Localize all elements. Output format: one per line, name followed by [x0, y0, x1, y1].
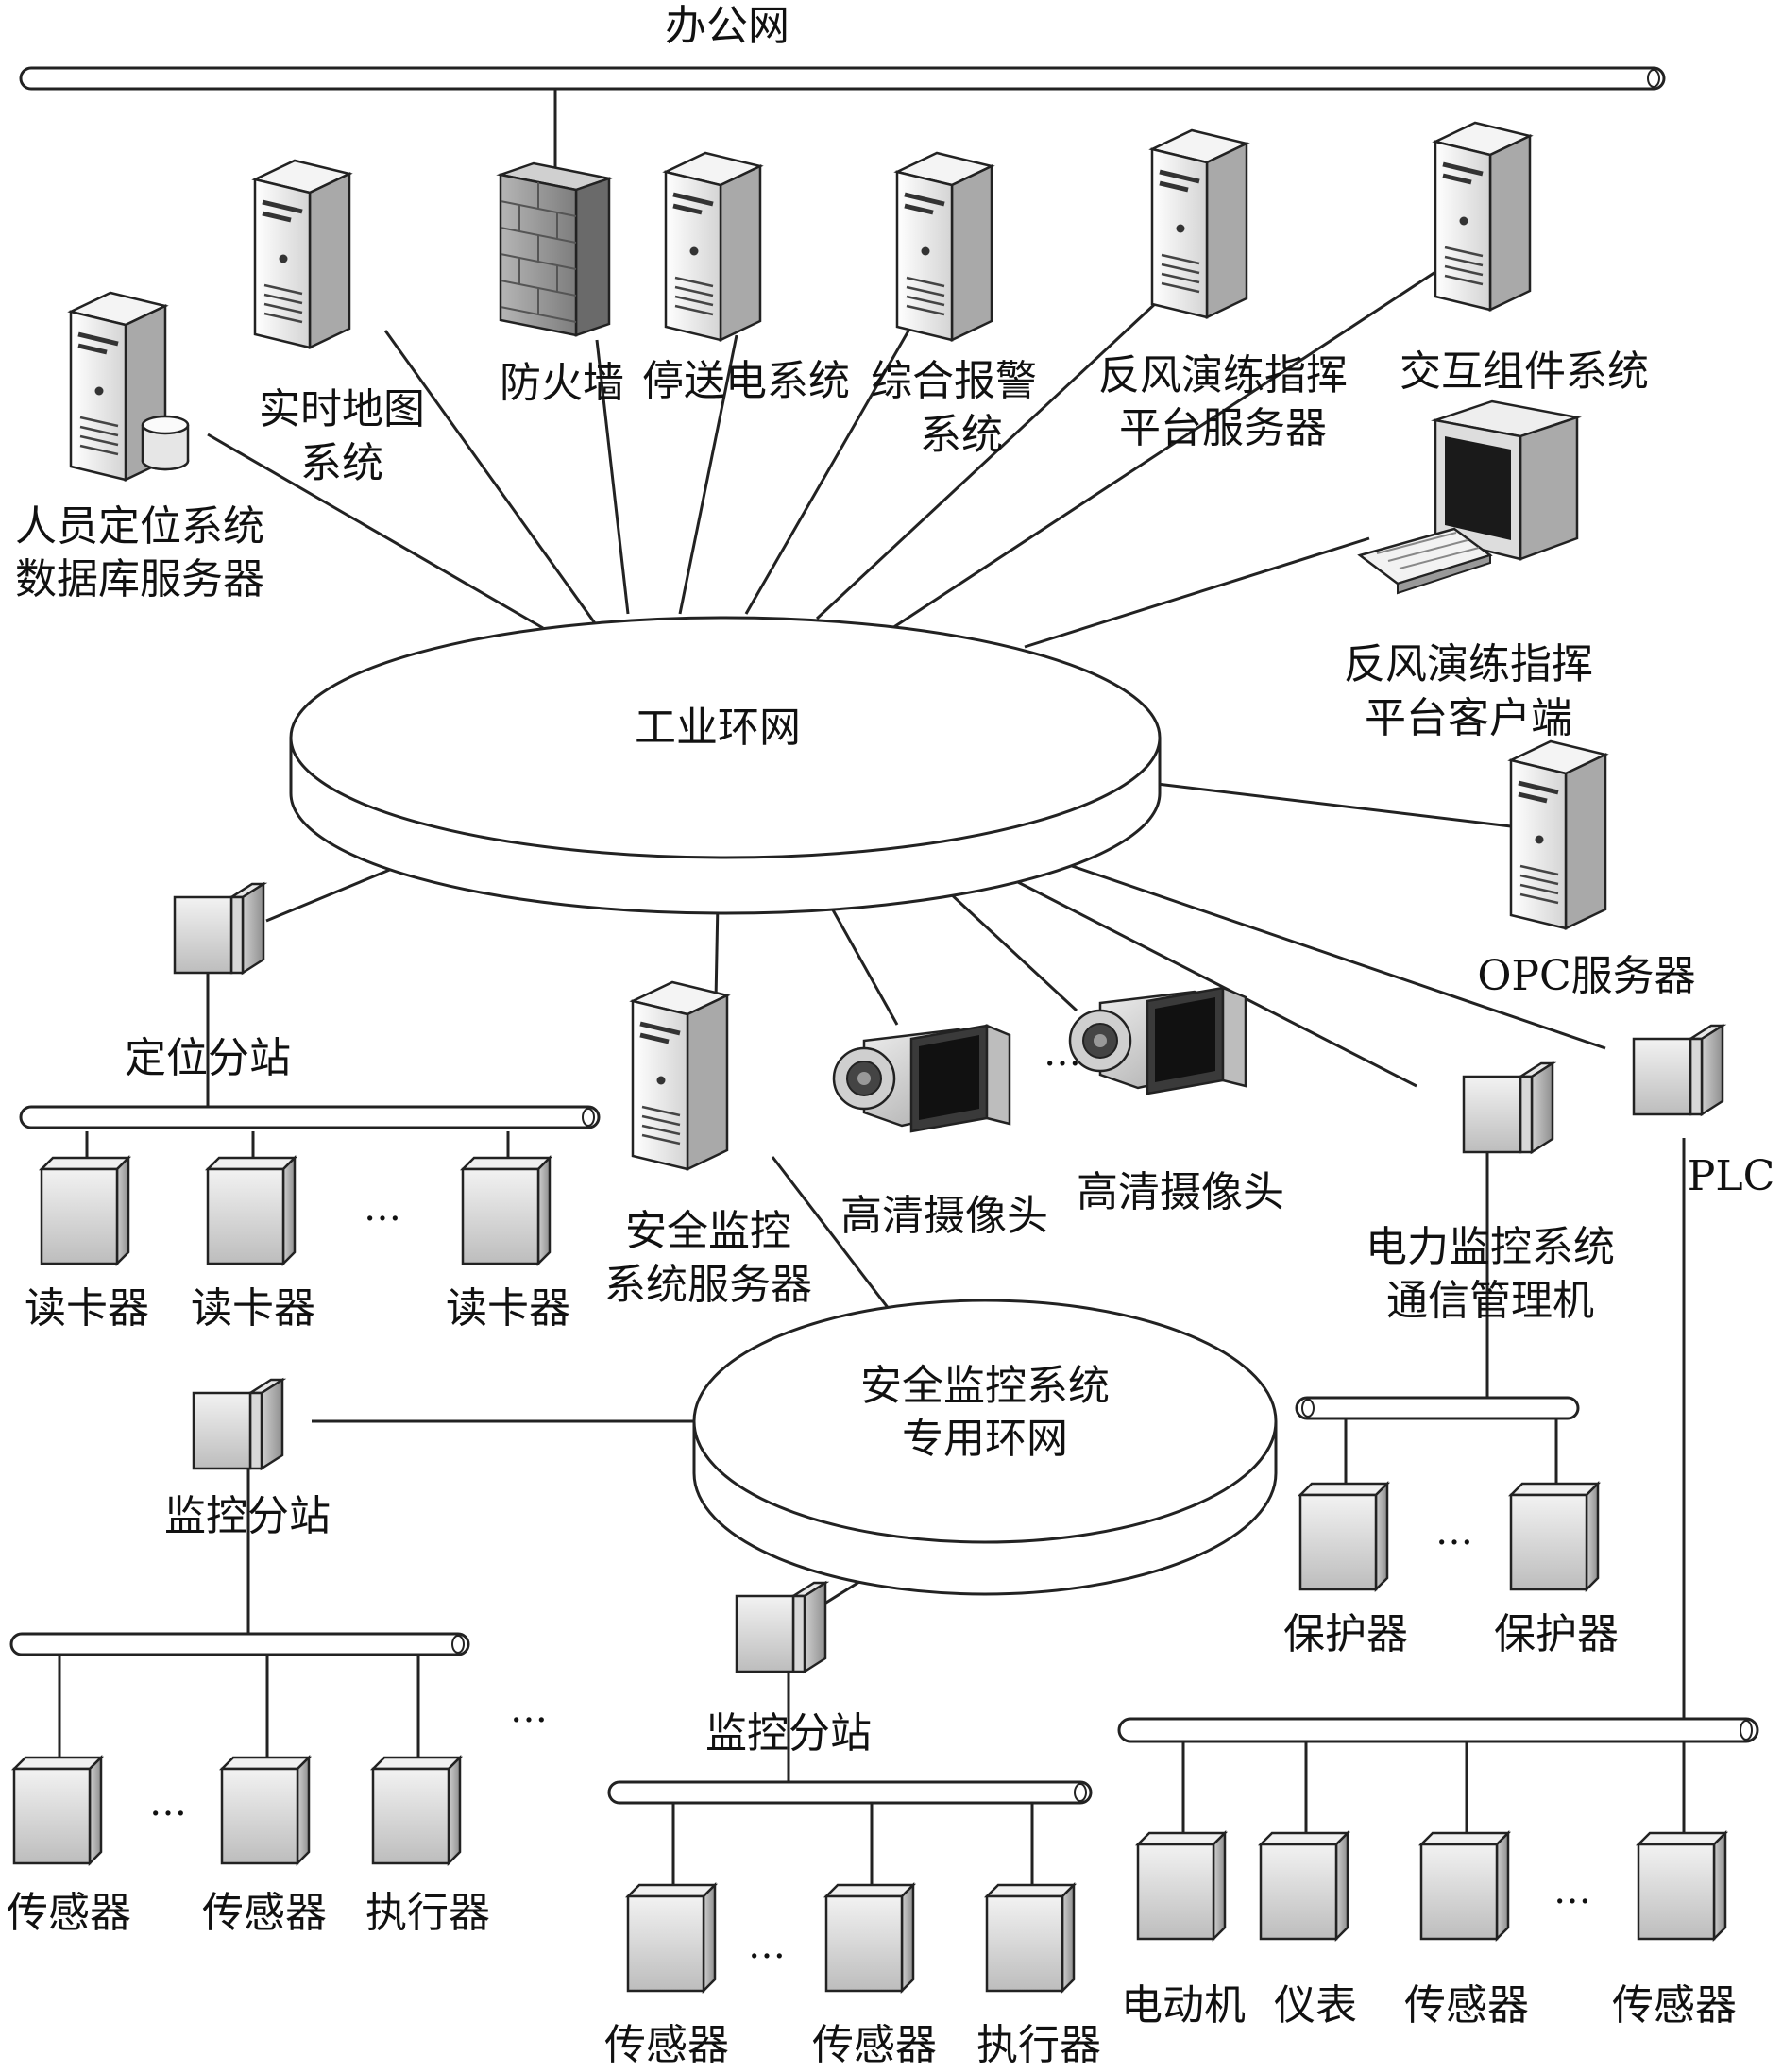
safety-server-label-line2: 系统服务器: [604, 1261, 812, 1309]
sensor-left-icon-2: [220, 1756, 311, 1865]
opc-server-label: OPC服务器: [1477, 952, 1695, 1000]
drill-client-label-line2: 平台客户端: [1365, 694, 1572, 742]
actuator-mid-label: 执行器: [976, 2021, 1101, 2069]
card-reader-icon-2: [206, 1156, 297, 1265]
motor-label: 电动机: [1121, 1981, 1246, 2030]
actuator-left-icon: [371, 1756, 462, 1865]
sensor-mid-label-2: 传感器: [812, 2021, 937, 2069]
actuator-left-label: 执行器: [365, 1889, 490, 1937]
ellipsis-cameras: …: [1044, 1031, 1081, 1075]
monitoring-station-left-icon: [192, 1378, 284, 1470]
safety-ring-label-line2: 专用环网: [902, 1415, 1068, 1463]
plc-label: PLC: [1688, 1152, 1775, 1200]
safety-monitor-server-icon: [633, 982, 727, 1169]
meter-icon: [1259, 1831, 1349, 1941]
drill-server-label-line1: 反风演练指挥: [1098, 351, 1348, 399]
positioning-station-icon: [173, 882, 265, 975]
safety-ring-network: [692, 1299, 1278, 1596]
card-reader-icon-1: [40, 1156, 130, 1265]
actuator-mid-icon: [985, 1883, 1076, 1993]
card-reader-label-2: 读卡器: [191, 1284, 315, 1333]
ellipsis-mid-sensors: …: [748, 1924, 786, 1967]
sensor-mid-icon-2: [824, 1883, 915, 1993]
personnel-db-label-line1: 人员定位系统: [15, 502, 264, 551]
personnel-db-server-icon: [71, 293, 190, 480]
sensor-left-icon-1: [12, 1756, 103, 1865]
ellipsis-plc-devices: …: [1553, 1869, 1591, 1912]
alarm-label-line1: 综合报警: [871, 357, 1037, 405]
alarm-server-icon: [897, 153, 992, 340]
positioning-bus: [19, 1105, 601, 1129]
sensor-plc-icon-2: [1637, 1831, 1727, 1941]
card-reader-label-3: 读卡器: [446, 1284, 570, 1333]
protector-label-1: 保护器: [1283, 1610, 1408, 1658]
ellipsis-readers: …: [364, 1186, 401, 1230]
plc-icon: [1632, 1024, 1724, 1116]
firewall-icon: [496, 161, 614, 337]
ellipsis-monitor-stations: …: [510, 1688, 548, 1731]
hd-camera-label-2: 高清摄像头: [1077, 1168, 1284, 1216]
industrial-ring-label: 工业环网: [635, 704, 801, 752]
office-network-bus: [19, 66, 1666, 91]
hd-camera-icon-1: [832, 1024, 1011, 1133]
monitoring-station-mid-label: 监控分站: [705, 1709, 872, 1758]
interaction-server-icon: [1435, 123, 1530, 310]
left-monitoring-bus: [9, 1632, 470, 1656]
personnel-db-label-line2: 数据库服务器: [15, 555, 264, 603]
positioning-station-label: 定位分站: [125, 1034, 291, 1082]
monitoring-station-left-label: 监控分站: [164, 1492, 331, 1540]
opc-server-icon: [1511, 741, 1605, 928]
realtime-map-label-line2: 系统: [300, 439, 383, 487]
realtime-map-label-line1: 实时地图: [259, 385, 425, 433]
power-outage-label: 停送电系统: [642, 357, 850, 405]
protector-label-2: 保护器: [1494, 1610, 1619, 1658]
protector-icon-2: [1509, 1482, 1600, 1591]
alarm-label-line2: 系统: [920, 411, 1003, 459]
sensor-mid-label-1: 传感器: [604, 2021, 729, 2069]
drill-server-label-line2: 平台服务器: [1119, 404, 1327, 452]
protector-icon-1: [1298, 1482, 1389, 1591]
hd-camera-icon-2: [1068, 986, 1247, 1095]
safety-ring-label-line1: 安全监控系统: [860, 1362, 1110, 1410]
mid-monitoring-bus: [607, 1780, 1093, 1805]
power-outage-server-icon: [666, 153, 760, 340]
power-manager-label-line2: 通信管理机: [1386, 1277, 1594, 1325]
hd-camera-label-1: 高清摄像头: [840, 1192, 1048, 1240]
firewall-label: 防火墙: [500, 359, 624, 407]
sensor-left-label-1: 传感器: [7, 1889, 131, 1937]
safety-server-label-line1: 安全监控: [625, 1207, 791, 1255]
power-manager-label-line1: 电力监控系统: [1366, 1223, 1615, 1271]
protector-bus: [1295, 1396, 1580, 1420]
power-comm-manager-icon: [1462, 1061, 1554, 1154]
sensor-plc-label-2: 传感器: [1612, 1981, 1737, 2030]
drill-command-server-icon: [1152, 130, 1247, 317]
meter-label: 仪表: [1274, 1981, 1357, 2030]
motor-icon: [1136, 1831, 1227, 1941]
industrial-ring-network: [289, 616, 1162, 915]
connection-lines: [58, 85, 1686, 1894]
interaction-label: 交互组件系统: [1400, 348, 1649, 396]
drill-client-workstation-icon: [1357, 399, 1582, 595]
sensor-plc-label-1: 传感器: [1404, 1981, 1529, 2030]
card-reader-icon-3: [461, 1156, 552, 1265]
monitoring-station-mid-icon: [735, 1581, 827, 1673]
sensor-left-label-2: 传感器: [202, 1889, 327, 1937]
realtime-map-server-icon: [255, 161, 349, 348]
plc-field-bus: [1117, 1717, 1759, 1743]
ellipsis-left-sensors: …: [149, 1781, 187, 1825]
sensor-mid-icon-1: [626, 1883, 717, 1993]
drill-client-label-line1: 反风演练指挥: [1344, 640, 1593, 688]
office-network-label: 办公网: [665, 2, 789, 50]
card-reader-label-1: 读卡器: [25, 1284, 149, 1333]
ellipsis-protectors: …: [1435, 1510, 1473, 1554]
sensor-plc-icon-1: [1419, 1831, 1510, 1941]
